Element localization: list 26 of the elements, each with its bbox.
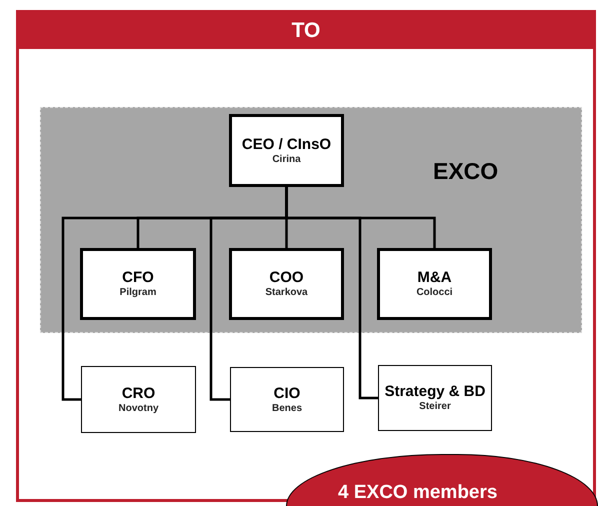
member-count-text: 4 EXCO members	[338, 482, 498, 504]
group-label: EXCO	[433, 157, 498, 186]
role-box	[229, 248, 344, 320]
group-band	[40, 107, 582, 333]
role-title: CRO	[122, 384, 156, 402]
person-name: Starkova	[265, 287, 308, 299]
person-name: Colocci	[416, 287, 453, 299]
person-name: Steirer	[419, 401, 451, 413]
role-title: M&A	[417, 269, 452, 287]
org-frame	[16, 10, 596, 502]
role-box	[377, 248, 492, 320]
role-box	[378, 365, 492, 431]
header-title: TO	[292, 18, 320, 44]
role-box	[229, 114, 344, 187]
role-title: CEO / CInsO	[242, 136, 332, 154]
person-name: Cirina	[272, 154, 301, 166]
role-title: Strategy & BD	[384, 383, 486, 401]
person-name: Pilgram	[120, 287, 156, 299]
role-box	[81, 366, 196, 433]
role-box	[230, 367, 344, 432]
role-title: CFO	[122, 269, 154, 287]
person-name: Benes	[272, 402, 302, 414]
person-name: Novotny	[118, 402, 158, 414]
role-title: CIO	[274, 384, 300, 402]
role-title: COO	[269, 269, 304, 287]
role-box	[80, 248, 196, 320]
